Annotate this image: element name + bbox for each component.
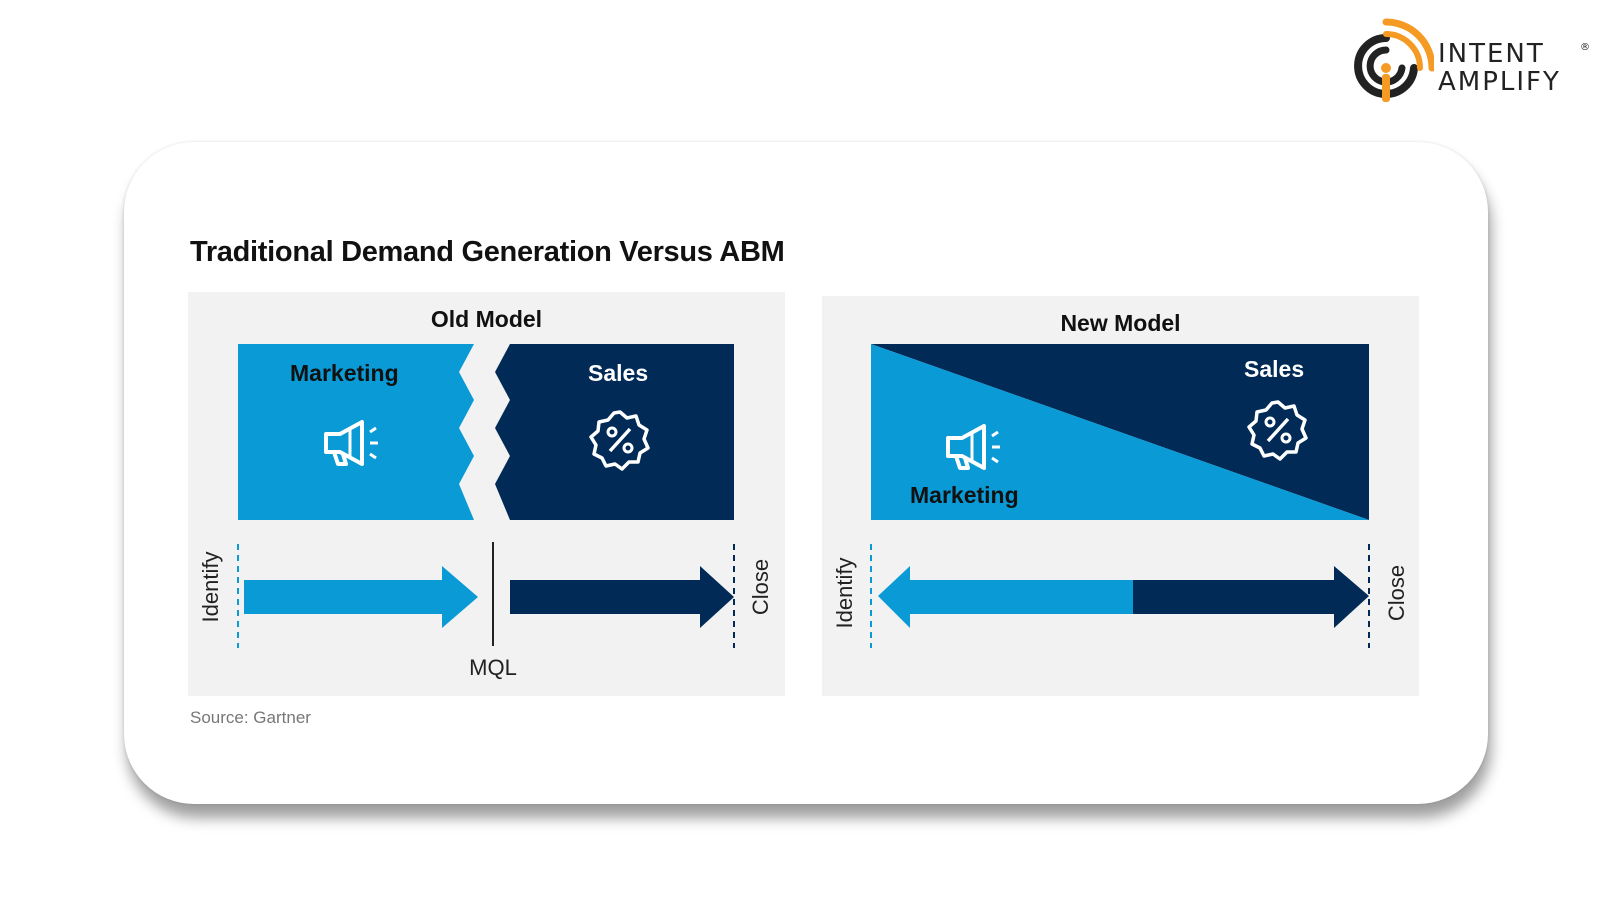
marketing-arrow	[244, 566, 478, 628]
old-identify-label: Identify	[198, 551, 223, 623]
new-sales-label: Sales	[1244, 356, 1305, 382]
percent-badge-icon	[1247, 400, 1308, 461]
megaphone-icon	[324, 420, 378, 466]
new-identify-label: Identify	[832, 557, 857, 629]
new-marketing-region	[871, 344, 1369, 520]
old-model-heading: Old Model	[430, 306, 543, 332]
brand-line-1: INTENT	[1438, 39, 1545, 69]
diagram-title: Traditional Demand Generation Versus ABM	[190, 236, 785, 268]
old-model-graphic	[237, 344, 735, 648]
old-close-label: Close	[748, 558, 773, 616]
percent-badge-icon	[589, 410, 650, 471]
old-marketing-label: Marketing	[290, 360, 399, 386]
new-model-panel: New Model Sales Marketing Identify Close	[822, 296, 1419, 696]
old-marketing-block	[238, 344, 474, 520]
registered-mark: ®	[1580, 42, 1590, 53]
sales-arrow	[510, 566, 734, 628]
old-sales-label: Sales	[588, 360, 649, 386]
brand-line-2: AMPLIFY	[1438, 67, 1561, 97]
new-marketing-label: Marketing	[910, 482, 1019, 508]
sales-arrow-segment	[1133, 566, 1369, 628]
megaphone-icon	[946, 424, 1000, 470]
brand-logo: INTENT AMPLIFY ®	[1338, 16, 1590, 112]
signal-icon	[1354, 18, 1436, 102]
brand-wordmark: INTENT AMPLIFY ®	[1438, 39, 1590, 97]
source-caption: Source: Gartner	[190, 708, 311, 727]
new-close-label: Close	[1384, 564, 1409, 622]
new-model-graphic	[870, 344, 1370, 648]
mql-label: MQL	[469, 655, 517, 680]
new-model-heading: New Model	[1060, 310, 1181, 336]
old-model-panel: Old Model Marketing Sales Identify Close…	[188, 292, 785, 696]
marketing-arrow-segment	[878, 566, 1133, 628]
